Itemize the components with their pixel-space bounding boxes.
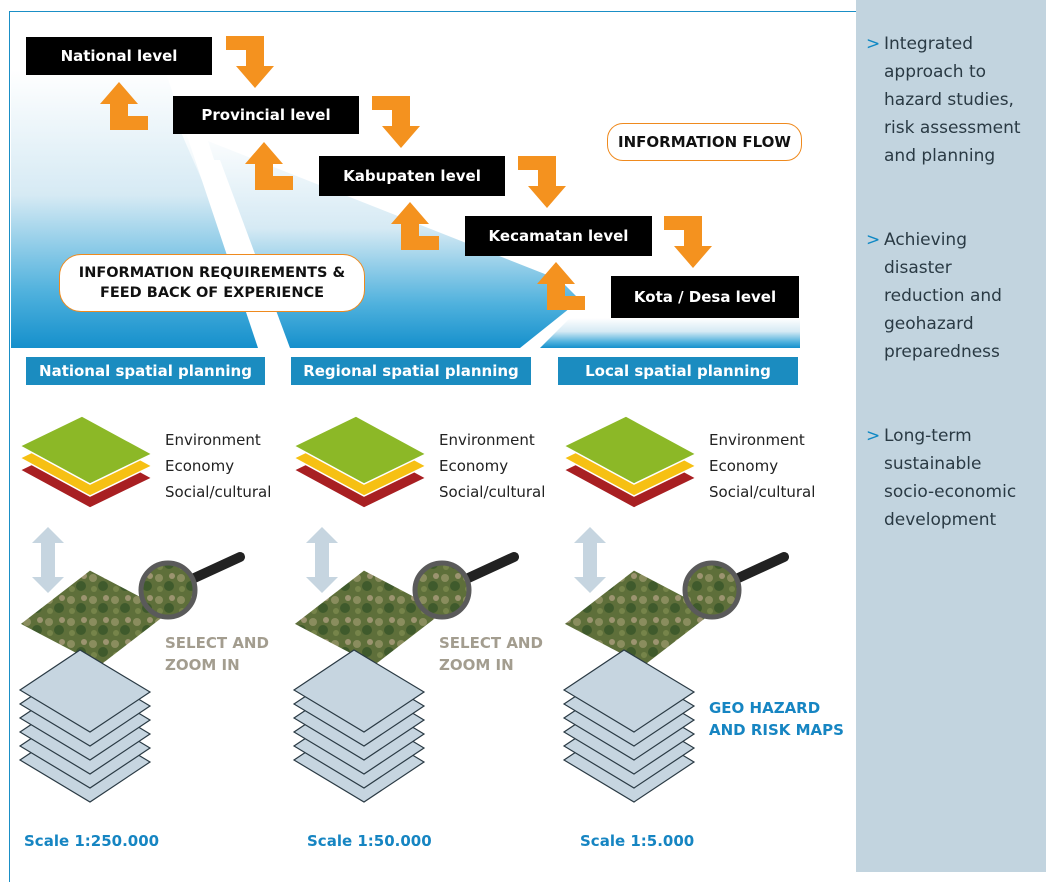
down-flow-arrow-icon: [372, 96, 420, 148]
layer-social-label: Social/cultural: [709, 483, 816, 501]
layer-sheet: [562, 415, 698, 485]
magnifier-icons: [138, 552, 789, 620]
up-flow-arrow-icon: [100, 82, 148, 130]
sidebar-item-line: development: [884, 510, 997, 530]
sheet-stacks: [18, 649, 696, 803]
up-flow-arrow-icon: [245, 142, 293, 190]
sidebar-item-line: hazard studies,: [884, 90, 1014, 110]
band-local: Local spatial planning: [558, 357, 798, 385]
bullet-arrow-icon: >: [866, 34, 881, 54]
action-line-1: GEO HAZARD: [709, 699, 821, 717]
layer-labels-col3: Environment Economy Social/cultural: [709, 427, 815, 505]
band-regional: Regional spatial planning: [291, 357, 531, 385]
up-flow-arrow-icon: [391, 202, 439, 250]
sidebar-item-line: sustainable: [884, 454, 982, 474]
action-line-2: ZOOM IN: [165, 656, 240, 674]
select-zoom-label-col1: SELECT AND ZOOM IN: [165, 632, 269, 676]
magnifier-icon: [412, 560, 472, 620]
sidebar-item-line: Integrated: [884, 34, 974, 54]
layer-labels-col1: Environment Economy Social/cultural: [165, 427, 271, 505]
level-national: National level: [26, 37, 212, 75]
magnifier-handle: [185, 552, 245, 585]
level-kabupaten: Kabupaten level: [319, 156, 505, 196]
magnifier-icon: [138, 560, 198, 620]
sidebar-panel: [856, 0, 1046, 872]
bullet-arrow-icon: >: [866, 230, 881, 250]
map-sheet: [562, 649, 696, 733]
layer-environment-label: Environment: [439, 431, 535, 449]
map-tiles: [19, 569, 715, 667]
information-requirements-pill: INFORMATION REQUIREMENTS & FEED BACK OF …: [59, 254, 365, 312]
sidebar-item-line: risk assessment: [884, 118, 1021, 138]
frame-border: [9, 11, 856, 882]
layer-sheet: [292, 415, 428, 485]
bullet-arrow-icon: >: [866, 426, 881, 446]
action-line-2: ZOOM IN: [439, 656, 514, 674]
down-flow-arrow-icon: [664, 216, 712, 268]
layer-economy-label: Economy: [165, 457, 235, 475]
sidebar-item-line: geohazard: [884, 314, 974, 334]
sidebar-item-line: preparedness: [884, 342, 1000, 362]
magnifier-handle: [729, 552, 789, 585]
layer-social-label: Social/cultural: [165, 483, 272, 501]
double-arrow-icon: [32, 527, 64, 593]
sidebar-item-line: and planning: [884, 146, 996, 166]
sidebar-item-line: disaster: [884, 258, 952, 278]
scale-local: Scale 1:5.000: [580, 832, 695, 850]
down-flow-arrow-icon: [226, 36, 274, 88]
double-arrow-icon: [574, 527, 606, 593]
map-sheet: [18, 649, 152, 733]
magnifier-icon: [682, 560, 742, 620]
scale-regional: Scale 1:50.000: [307, 832, 432, 850]
sidebar-item-line: socio-economic: [884, 482, 1017, 502]
double-arrows: [32, 527, 606, 593]
double-arrow-icon: [306, 527, 338, 593]
magnifier-handle: [459, 552, 519, 585]
layer-environment-label: Environment: [165, 431, 261, 449]
sidebar-item-line: reduction and: [884, 286, 1002, 306]
layer-economy-label: Economy: [709, 457, 779, 475]
layer-environment-label: Environment: [709, 431, 805, 449]
down-flow-arrow-icon: [518, 156, 566, 208]
layer-sheet: [18, 415, 154, 485]
layer-economy-label: Economy: [439, 457, 509, 475]
geo-hazard-label: GEO HAZARD AND RISK MAPS: [709, 697, 844, 741]
level-provincial: Provincial level: [173, 96, 359, 134]
sidebar-item-line: approach to: [884, 62, 987, 82]
layer-labels-col2: Environment Economy Social/cultural: [439, 427, 545, 505]
level-kecamatan: Kecamatan level: [465, 216, 652, 256]
layer-social-label: Social/cultural: [439, 483, 546, 501]
action-line-1: SELECT AND: [165, 634, 269, 652]
up-flow-arrow-icon: [537, 262, 585, 310]
select-zoom-label-col2: SELECT AND ZOOM IN: [439, 632, 543, 676]
sidebar-item-line: Long-term: [884, 426, 972, 446]
level-kota-desa: Kota / Desa level: [611, 276, 799, 318]
sidebar-item-line: Achieving: [884, 230, 967, 250]
information-flow-pill: INFORMATION FLOW: [607, 123, 802, 161]
layer-stacks: [18, 415, 698, 509]
action-line-2: AND RISK MAPS: [709, 721, 844, 739]
map-sheet: [292, 649, 426, 733]
band-national: National spatial planning: [26, 357, 265, 385]
flow-arrows: [100, 36, 712, 310]
action-line-1: SELECT AND: [439, 634, 543, 652]
requirements-line-2: FEED BACK OF EXPERIENCE: [99, 285, 325, 301]
scale-national: Scale 1:250.000: [24, 832, 160, 850]
requirements-line-1: INFORMATION REQUIREMENTS &: [78, 265, 346, 281]
